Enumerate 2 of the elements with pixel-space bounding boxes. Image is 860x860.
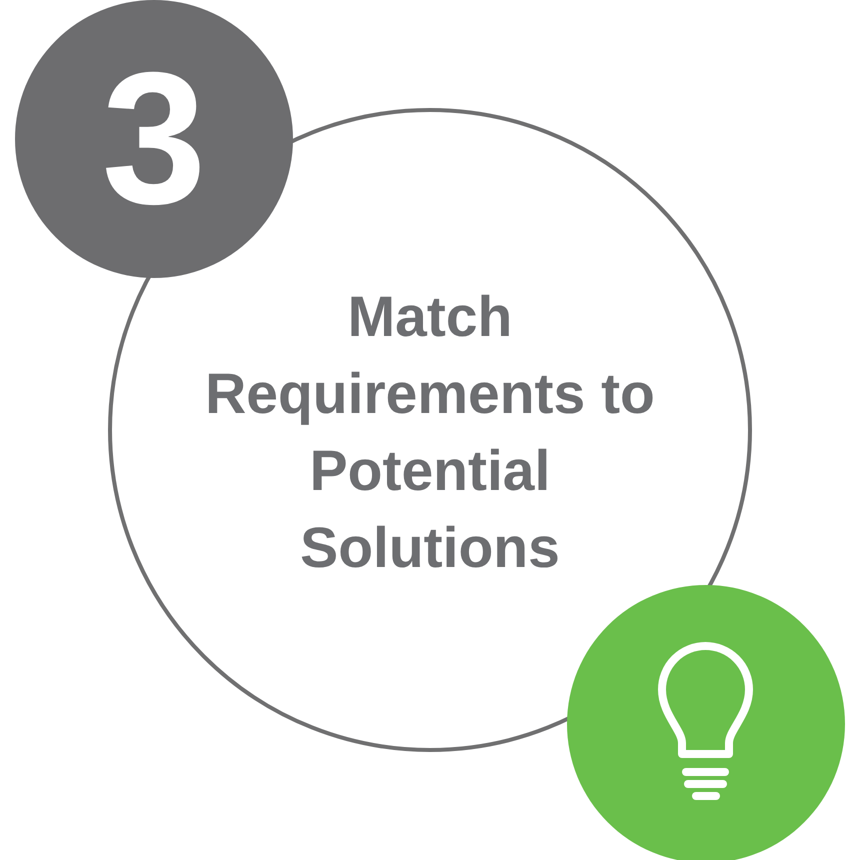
step-number: 3 bbox=[100, 38, 208, 238]
step-title: Match Requirements to Potential Solutions bbox=[204, 284, 656, 582]
